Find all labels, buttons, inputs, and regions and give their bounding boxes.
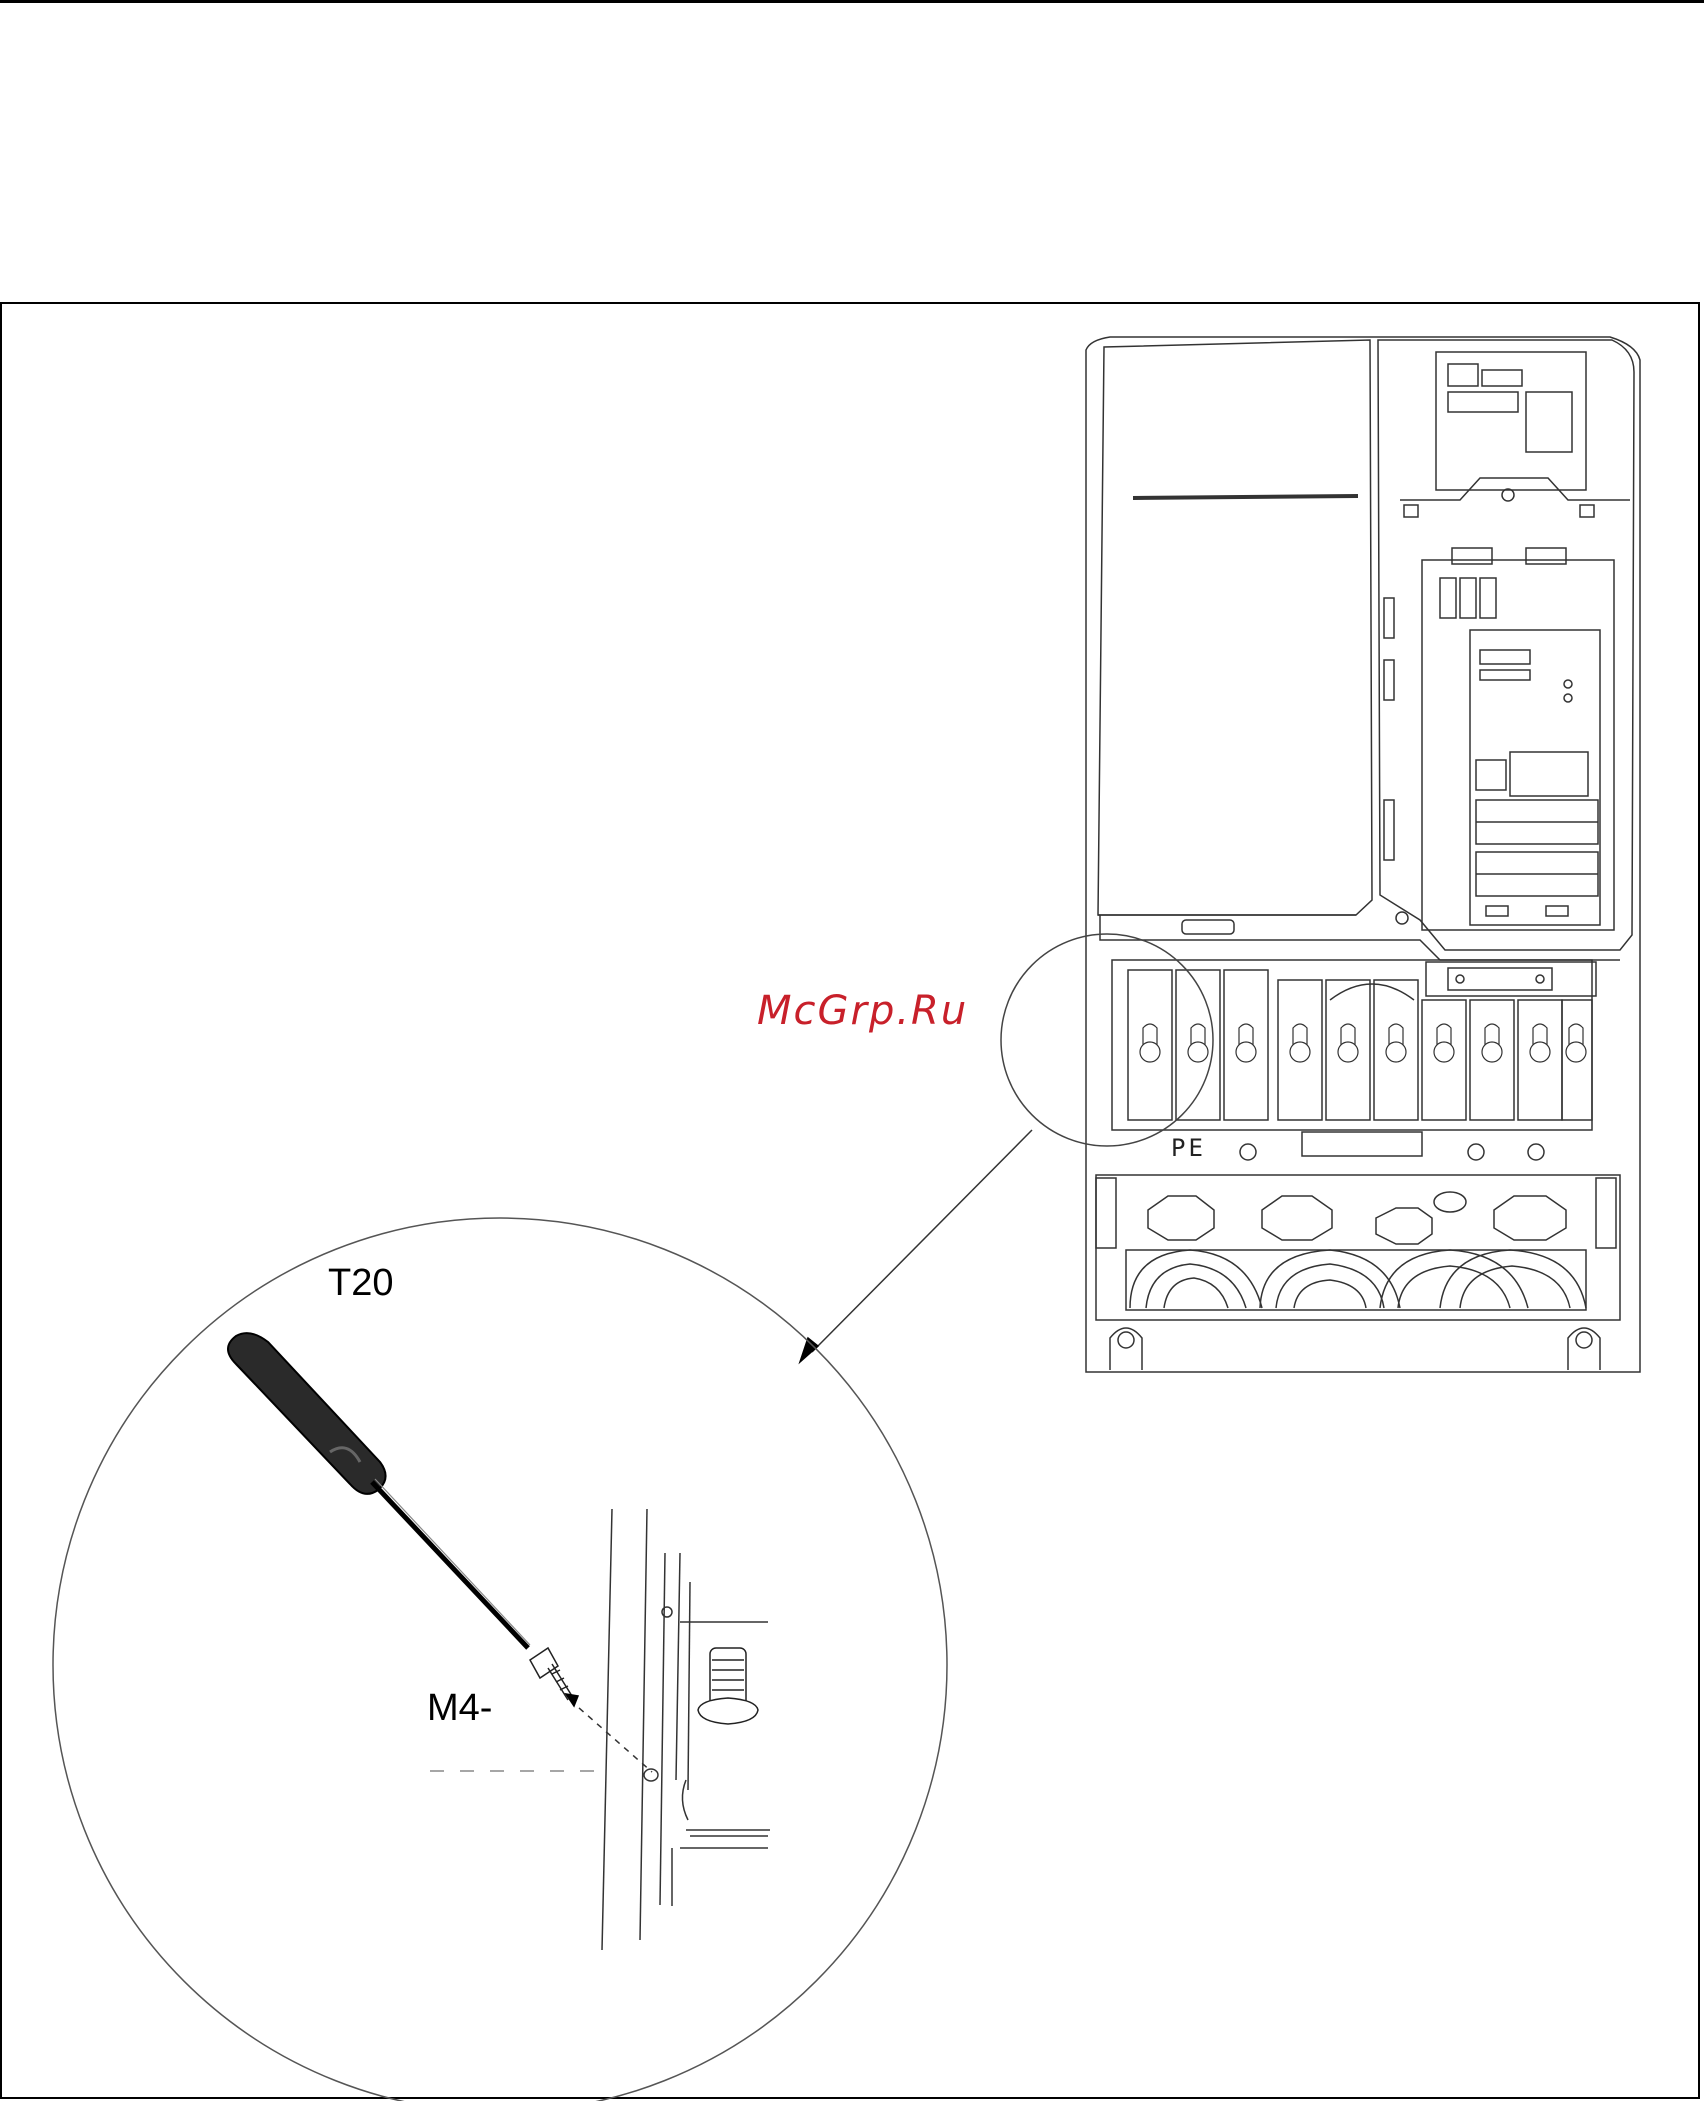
watermark: McGrp.Ru (757, 988, 968, 1034)
pe-terminal-label: PE (1171, 1134, 1206, 1162)
mounting-feet (1110, 1328, 1600, 1370)
leader-arrow (800, 1130, 1032, 1362)
m4-screw (530, 1648, 572, 1700)
power-terminals (1128, 970, 1592, 1120)
screw-label: M4- (427, 1687, 492, 1730)
tool-label: T20 (328, 1262, 393, 1305)
inverter-device (1086, 337, 1640, 1372)
stud-bolt (698, 1648, 758, 1724)
detail-highlight-circle (1001, 934, 1213, 1146)
torx-screwdriver-icon (228, 1333, 530, 1648)
detail-panel-edges (602, 1509, 770, 1950)
cooling-fans (1126, 1192, 1586, 1310)
